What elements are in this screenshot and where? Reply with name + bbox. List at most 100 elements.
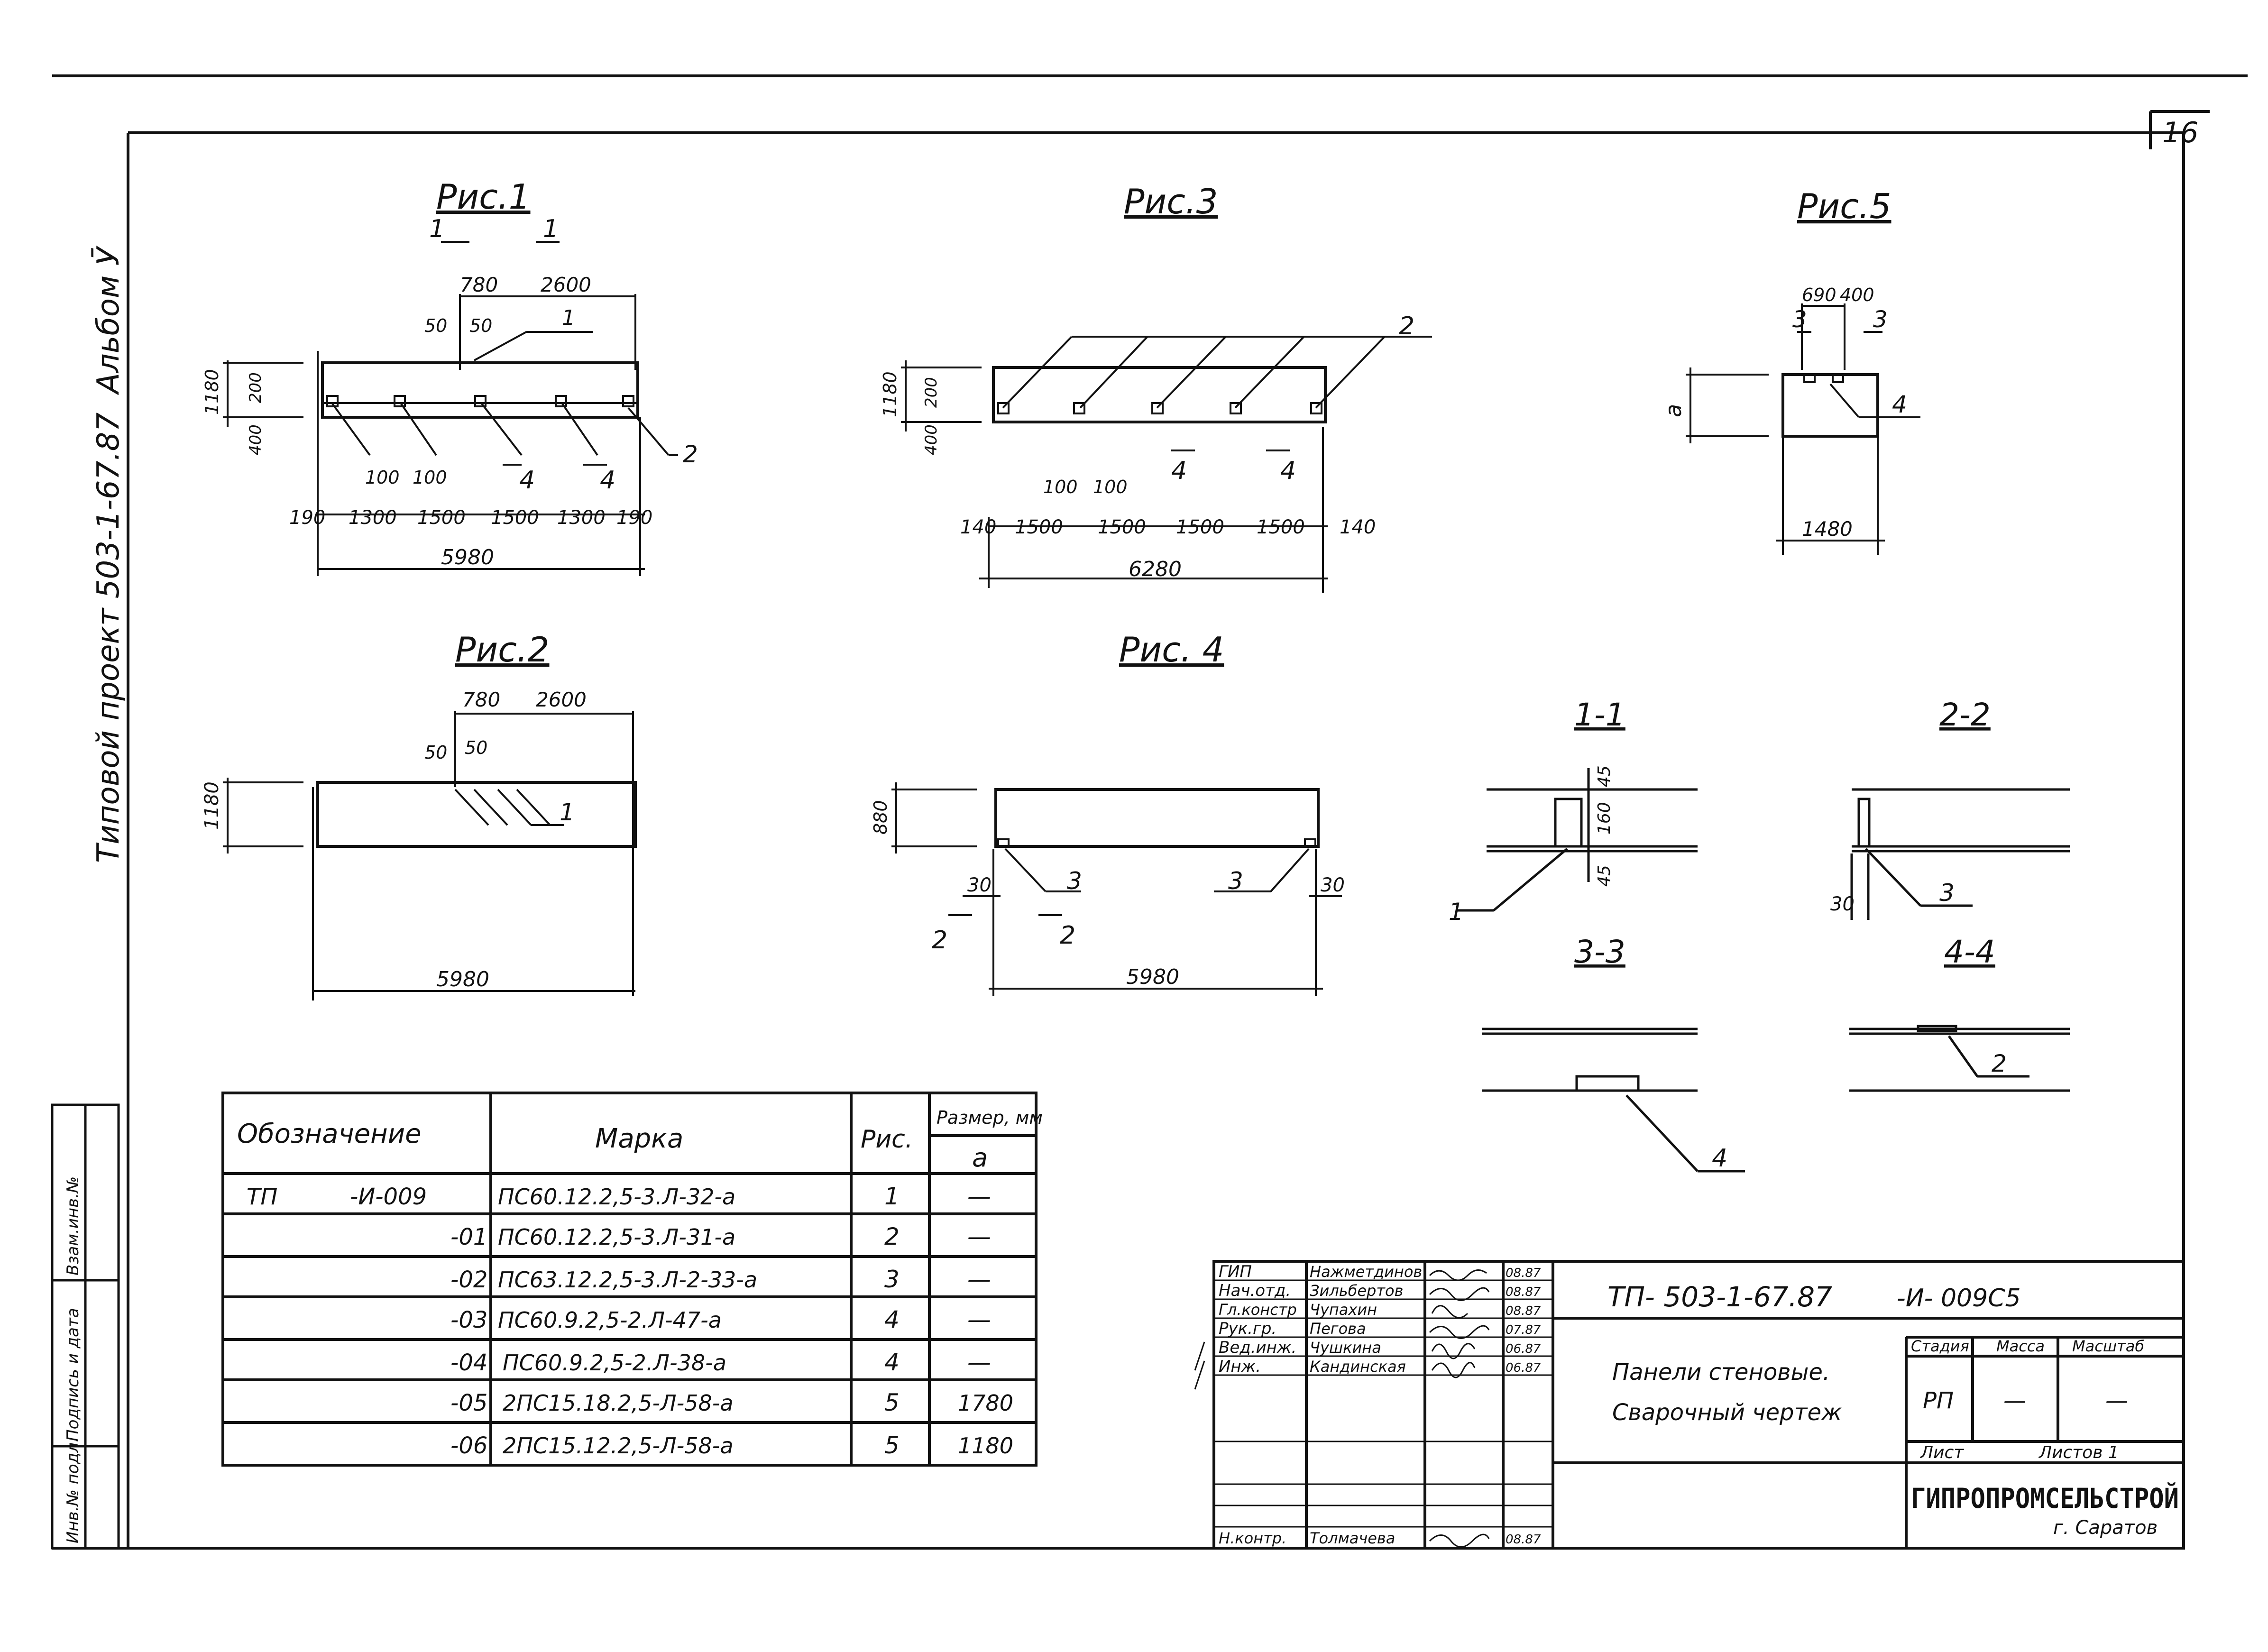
fig3-dim: 100 <box>1093 477 1128 497</box>
section-4-4: 4-4 2 <box>1849 934 2070 1092</box>
fig4-dim: 880 <box>870 800 891 835</box>
fig4-title: Рис. 4 <box>1119 630 1224 670</box>
staff-name: Нажметдинов <box>1310 1263 1422 1281</box>
staff-role: Гл.констр <box>1219 1301 1297 1319</box>
fig2-callout: 1 <box>560 798 575 826</box>
staff-role: ГИП <box>1219 1262 1252 1281</box>
spec-row-designation: -02 <box>450 1267 487 1293</box>
spec-row-size: 1780 <box>958 1390 1013 1416</box>
sec22-dim: 30 <box>1830 893 1855 915</box>
sheets-count: Листов 1 <box>2038 1443 2119 1462</box>
staff-name: Пегова <box>1310 1320 1366 1338</box>
fig5-callout: 4 <box>1892 391 1907 418</box>
fig2-dim: 1180 <box>201 781 223 830</box>
spec-row-size: — <box>967 1349 991 1376</box>
stamp-replace-inv: Взам.инв.№ <box>64 1176 83 1276</box>
spec-row-size: — <box>967 1306 991 1333</box>
figure-5: Рис.5 690 400 a 1480 3 3 4 <box>1661 186 1920 555</box>
spec-row-mark: ПС60.12.2,5-3.Л-32-а <box>498 1184 735 1210</box>
mass-header: Масса <box>1996 1337 2045 1355</box>
spec-row-mark: ПС63.12.2,5-3.Л-2-33-а <box>498 1267 757 1293</box>
fig1-section-mark: 4 <box>519 466 535 495</box>
fig1-dim: 5980 <box>441 545 494 569</box>
fig5-dim: 400 <box>1840 285 1874 305</box>
staff-name: Кандинская <box>1310 1358 1406 1376</box>
spec-row-fig: 4 <box>884 1349 900 1376</box>
fig3-dim: 400 <box>922 424 941 455</box>
spec-row-mark: 2ПС15.12.2,5-Л-58-а <box>503 1433 734 1459</box>
staff-role: Вед.инж. <box>1219 1338 1296 1357</box>
section-3-3: 3-3 4 <box>1482 934 1745 1173</box>
fig4-callout: 3 <box>1228 867 1243 895</box>
staff-date: 06.87 <box>1506 1361 1541 1375</box>
fig1-dim: 100 <box>365 467 400 488</box>
spec-row-mark: ПС60.9.2,5-2.Л-38-а <box>503 1350 726 1376</box>
staff-role: Нач.отд. <box>1219 1281 1291 1300</box>
fig2-dim: 5980 <box>436 967 489 991</box>
fig1-dim: 200 <box>246 372 265 403</box>
sheet-number: 16 <box>2162 116 2198 149</box>
spec-row-fig: 2 <box>884 1223 900 1250</box>
spec-row-designation: -01 <box>450 1224 487 1250</box>
fig1-dim: 190 <box>289 507 325 529</box>
fig2-dim: 50 <box>465 737 487 758</box>
spec-row-fig: 3 <box>884 1266 900 1293</box>
doc-name-line1: Панели стеновые. <box>1612 1359 1830 1386</box>
fig1-dim: 50 <box>469 315 492 336</box>
fig3-dim: 1500 <box>1098 516 1146 538</box>
sec44-title: 4-4 <box>1944 934 1995 970</box>
staff-role: Инж. <box>1219 1357 1261 1376</box>
sec33-callout: 4 <box>1712 1144 1727 1173</box>
figure-2: Рис.2 780 2600 50 50 1180 5980 1 <box>201 630 637 1000</box>
scale-header: Масштаб <box>2072 1337 2144 1355</box>
fig3-dim: 100 <box>1043 477 1078 497</box>
spec-row-fig: 5 <box>884 1432 900 1459</box>
sec11-dim: 45 <box>1595 765 1614 787</box>
fig2-dim: 50 <box>424 742 447 763</box>
spec-row-size: — <box>967 1266 991 1293</box>
sec11-dim: 45 <box>1595 865 1614 887</box>
stamp-inv-original: Инв.№ подл. <box>64 1437 83 1543</box>
fig3-panel <box>992 366 1327 423</box>
sec22-title: 2-2 <box>1939 697 1991 733</box>
spec-header-a: a <box>972 1143 988 1173</box>
spec-row-designation: ТП -И-009 <box>247 1184 427 1210</box>
sec11-callout: 1 <box>1449 898 1464 926</box>
staff-date: 08.87 <box>1506 1533 1541 1547</box>
fig4-section-mark: 2 <box>932 926 947 954</box>
spec-row-size: 1180 <box>958 1433 1013 1459</box>
spec-table: Обозначение Марка Рис. Размер, мм a ТП -… <box>221 1092 1043 1467</box>
spec-header-fig: Рис. <box>861 1125 913 1154</box>
fig1-dim: 190 <box>616 507 652 529</box>
fig4-panel <box>994 788 1320 848</box>
sec22-callout: 3 <box>1939 879 1955 907</box>
spec-row-designation: -03 <box>450 1307 487 1333</box>
fig1-dim: 50 <box>424 315 447 336</box>
fig3-dim: 1500 <box>1257 516 1305 538</box>
figure-1: Рис.1 1 1 4 4 780 2600 50 50 <box>202 177 698 576</box>
spec-row-fig: 1 <box>884 1183 900 1210</box>
fig3-dim: 1500 <box>1015 516 1063 538</box>
spec-row-mark: ПС60.9.2,5-2.Л-47-а <box>498 1307 722 1333</box>
fig2-title: Рис.2 <box>455 630 550 670</box>
fig1-dim: 100 <box>413 467 447 488</box>
spec-header-designation: Обозначение <box>237 1119 422 1149</box>
scale-value: — <box>2105 1387 2128 1414</box>
spec-row-size: — <box>967 1183 991 1210</box>
stage-header: Стадия <box>1911 1337 1969 1355</box>
fig1-section-mark: 1 <box>543 215 559 243</box>
fig3-dim: 1180 <box>880 371 900 417</box>
fig3-callout: 2 <box>1399 312 1414 340</box>
fig5-dim: 1480 <box>1802 517 1853 541</box>
fig2-dim: 2600 <box>536 688 587 711</box>
fig3-dim: 6280 <box>1129 557 1182 581</box>
org-city: г. Саратов <box>2053 1517 2158 1539</box>
sheet-frame <box>52 74 2248 1550</box>
fig3-dim: 140 <box>1340 516 1376 538</box>
staff-name: Толмачева <box>1310 1529 1395 1547</box>
doc-code: ТП- 503-1-67.87 <box>1607 1281 1832 1313</box>
staff-date: 08.87 <box>1506 1266 1541 1280</box>
doc-number: -И- 009С5 <box>1897 1284 2021 1312</box>
fig1-dim: 1300 <box>557 507 606 529</box>
